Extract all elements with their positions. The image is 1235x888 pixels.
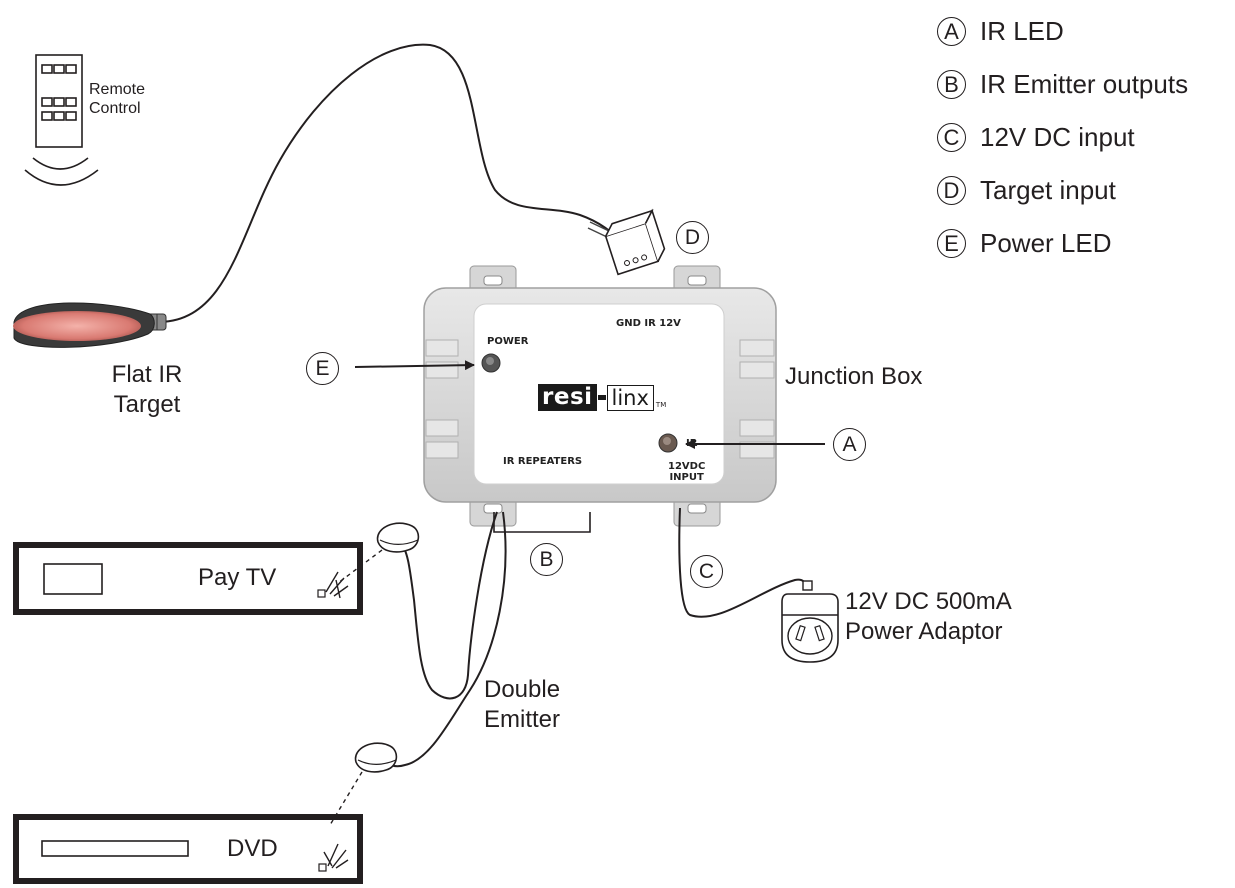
pay-tv-device-icon <box>13 542 363 615</box>
emitter-cable-2 <box>384 511 507 768</box>
legend-item: C 12V DC input <box>937 111 1188 164</box>
power-led-label: POWER <box>487 336 529 347</box>
brand-linx: linx <box>606 384 654 411</box>
flat-target-line2: Target <box>113 391 181 418</box>
brand-logo: resi linx TM <box>538 384 666 411</box>
junction-box-label: Junction Box <box>785 363 923 390</box>
ir-signal-icon <box>24 157 99 186</box>
callout-a: A <box>833 428 866 461</box>
dvd-label: DVD <box>227 835 278 862</box>
ir-repeaters-label: IR REPEATERS <box>503 456 583 467</box>
dvd-device-icon <box>13 814 363 884</box>
legend-item: B IR Emitter outputs <box>937 58 1188 111</box>
legend-text: Power LED <box>980 228 1112 258</box>
legend-letter: D <box>937 176 966 205</box>
legend-letter: B <box>937 70 966 99</box>
target-connector-icon <box>604 208 666 276</box>
brand-dash <box>597 395 606 400</box>
adaptor-line1: 12V DC 500mA <box>845 588 1012 615</box>
double-emitter-line1: Double <box>484 676 561 703</box>
legend-letter: C <box>937 123 966 152</box>
target-cable <box>159 43 626 323</box>
legend-text: Target input <box>980 175 1116 205</box>
power-adaptor-icon <box>781 580 839 663</box>
arrow-e <box>354 360 475 371</box>
callout-c: C <box>690 555 723 588</box>
callout-e: E <box>306 352 339 385</box>
legend-text: IR LED <box>980 16 1064 46</box>
legend-item: D Target input <box>937 164 1188 217</box>
flat-target-line1: Flat IR <box>111 361 183 388</box>
legend-text: IR Emitter outputs <box>980 69 1189 99</box>
remote-control-label: Remote Control <box>89 80 145 118</box>
legend-item: E Power LED <box>937 217 1188 270</box>
double-emitter-line2: Emitter <box>484 706 561 733</box>
legend-letter: A <box>937 17 966 46</box>
dc-input-line2: INPUT <box>669 472 704 483</box>
terminal-label: GND IR 12V <box>616 318 681 329</box>
adaptor-line2: Power Adaptor <box>845 618 1003 645</box>
brand-resi: resi <box>538 384 597 411</box>
remote-label-line1: Remote <box>89 81 146 98</box>
brand-tm: TM <box>655 400 667 409</box>
legend-item: A IR LED <box>937 5 1188 58</box>
double-emitter-label: Double Emitter <box>484 675 560 735</box>
callout-b: B <box>530 543 563 576</box>
dc-input-label: 12VDC INPUT <box>668 461 705 483</box>
legend: A IR LED B IR Emitter outputs C 12V DC i… <box>937 5 1188 270</box>
remote-control-icon <box>35 54 83 148</box>
pay-tv-label: Pay TV <box>198 564 277 591</box>
emitter-head-2-icon <box>354 742 398 773</box>
emitter-head-1-icon <box>376 522 420 553</box>
legend-text: 12V DC input <box>980 122 1135 152</box>
emitter-cable-1 <box>399 511 498 700</box>
flat-ir-target-label: Flat IR Target <box>92 360 202 420</box>
flat-ir-target-icon <box>13 302 167 348</box>
ir-led-label: IR <box>686 438 698 449</box>
power-adaptor-label: 12V DC 500mA Power Adaptor <box>845 587 1012 647</box>
callout-d: D <box>676 221 709 254</box>
dc-input-line1: 12VDC <box>668 461 706 472</box>
legend-letter: E <box>937 229 966 258</box>
remote-label-line2: Control <box>89 100 141 117</box>
